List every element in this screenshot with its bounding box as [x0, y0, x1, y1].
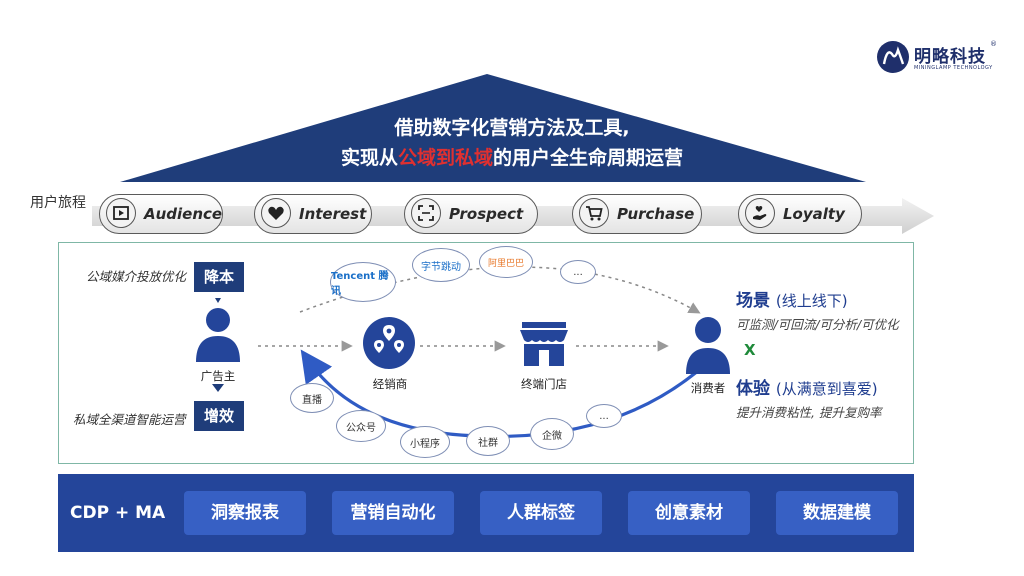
stage-loyalty[interactable]: Loyalty: [738, 194, 862, 234]
logo-subtitle: MININGLAMP TECHNOLOGY: [914, 65, 993, 71]
advertiser-label: 广告主: [200, 369, 236, 383]
private-bubble-community: 社群: [466, 426, 510, 456]
headline-prefix: 实现从: [340, 147, 398, 169]
private-bubble-mini-program: 小程序: [400, 426, 450, 458]
stage-label: Loyalty: [783, 205, 845, 223]
scene-paren: (线上线下): [775, 292, 848, 310]
capability-creative-assets[interactable]: 创意素材: [628, 491, 750, 535]
tag-efficiency-up: 增效: [194, 401, 244, 431]
left-top-note: 公域媒介投放优化: [86, 269, 187, 284]
logo-mark-icon: [877, 41, 909, 73]
media-bubble-bytedance: 字节跳动: [412, 248, 470, 282]
consumer-person-icon: [686, 317, 730, 374]
dealer-label: 经销商: [372, 377, 408, 391]
experience-title: 体验 (从满意到喜爱): [736, 379, 878, 399]
media-bubble-alibaba: 阿里巴巴: [479, 246, 533, 278]
capability-data-modeling[interactable]: 数据建模: [776, 491, 898, 535]
headline-highlight: 公域到私域: [397, 147, 493, 169]
headline-suffix: 的用户全生命周期运营: [493, 147, 684, 169]
experience-paren: (从满意到喜爱): [775, 380, 878, 398]
experience-subtitle: 提升消费粘性, 提升复购率: [736, 405, 882, 420]
dealer-network-icon: [363, 317, 415, 369]
capability-audience-tags[interactable]: 人群标签: [480, 491, 602, 535]
stage-audience[interactable]: Audience: [99, 194, 223, 234]
logo-registered: ®: [990, 40, 997, 48]
left-bottom-note: 私域全渠道智能运营: [73, 412, 186, 427]
stage-interest[interactable]: Interest: [254, 194, 372, 234]
headline-line-1: 借助数字化营销方法及工具,: [394, 117, 630, 139]
cart-icon: [579, 198, 609, 228]
scene-title: 场景 (线上线下): [736, 291, 848, 311]
stage-label: Purchase: [617, 205, 695, 223]
hand-heart-icon: [745, 198, 775, 228]
stage-label: Audience: [144, 205, 223, 223]
journey-label: 用户旅程: [30, 195, 86, 211]
tag-cost-down: 降本: [194, 262, 244, 292]
heart-icon: [261, 198, 291, 228]
advertiser-person-icon: [196, 298, 240, 362]
stage-label: Prospect: [449, 205, 524, 223]
scene-subtitle: 可监测/可回流/可分析/可优化: [736, 317, 899, 332]
stage-prospect[interactable]: Prospect: [404, 194, 538, 234]
headline-line-2: 实现从公域到私域的用户全生命周期运营: [212, 143, 812, 170]
times-symbol: X: [744, 341, 756, 359]
store-icon: [520, 322, 568, 366]
scan-icon: [411, 198, 441, 228]
roof-triangle: [120, 74, 866, 182]
capability-marketing-automation[interactable]: 营销自动化: [332, 491, 454, 535]
play-icon: [106, 198, 136, 228]
stage-purchase[interactable]: Purchase: [572, 194, 702, 234]
company-logo: 明略科技 ® MININGLAMP TECHNOLOGY: [876, 40, 1006, 80]
media-bubble-more: ...: [560, 260, 596, 284]
triangle-down-icon: [212, 384, 224, 392]
capability-insight-reports[interactable]: 洞察报表: [184, 491, 306, 535]
cdp-ma-label: CDP + MA: [70, 503, 166, 523]
media-bubble-tencent: Tencent 腾讯: [330, 262, 396, 302]
private-bubble-live: 直播: [290, 383, 334, 413]
stage-label: Interest: [299, 205, 367, 223]
consumer-label: 消费者: [690, 381, 726, 395]
store-label: 终端门店: [521, 377, 567, 391]
logo-name: 明略科技: [914, 47, 986, 67]
private-bubble-more: ...: [586, 404, 622, 428]
private-bubble-official-account: 公众号: [336, 410, 386, 442]
private-bubble-wecom: 企微: [530, 418, 574, 450]
